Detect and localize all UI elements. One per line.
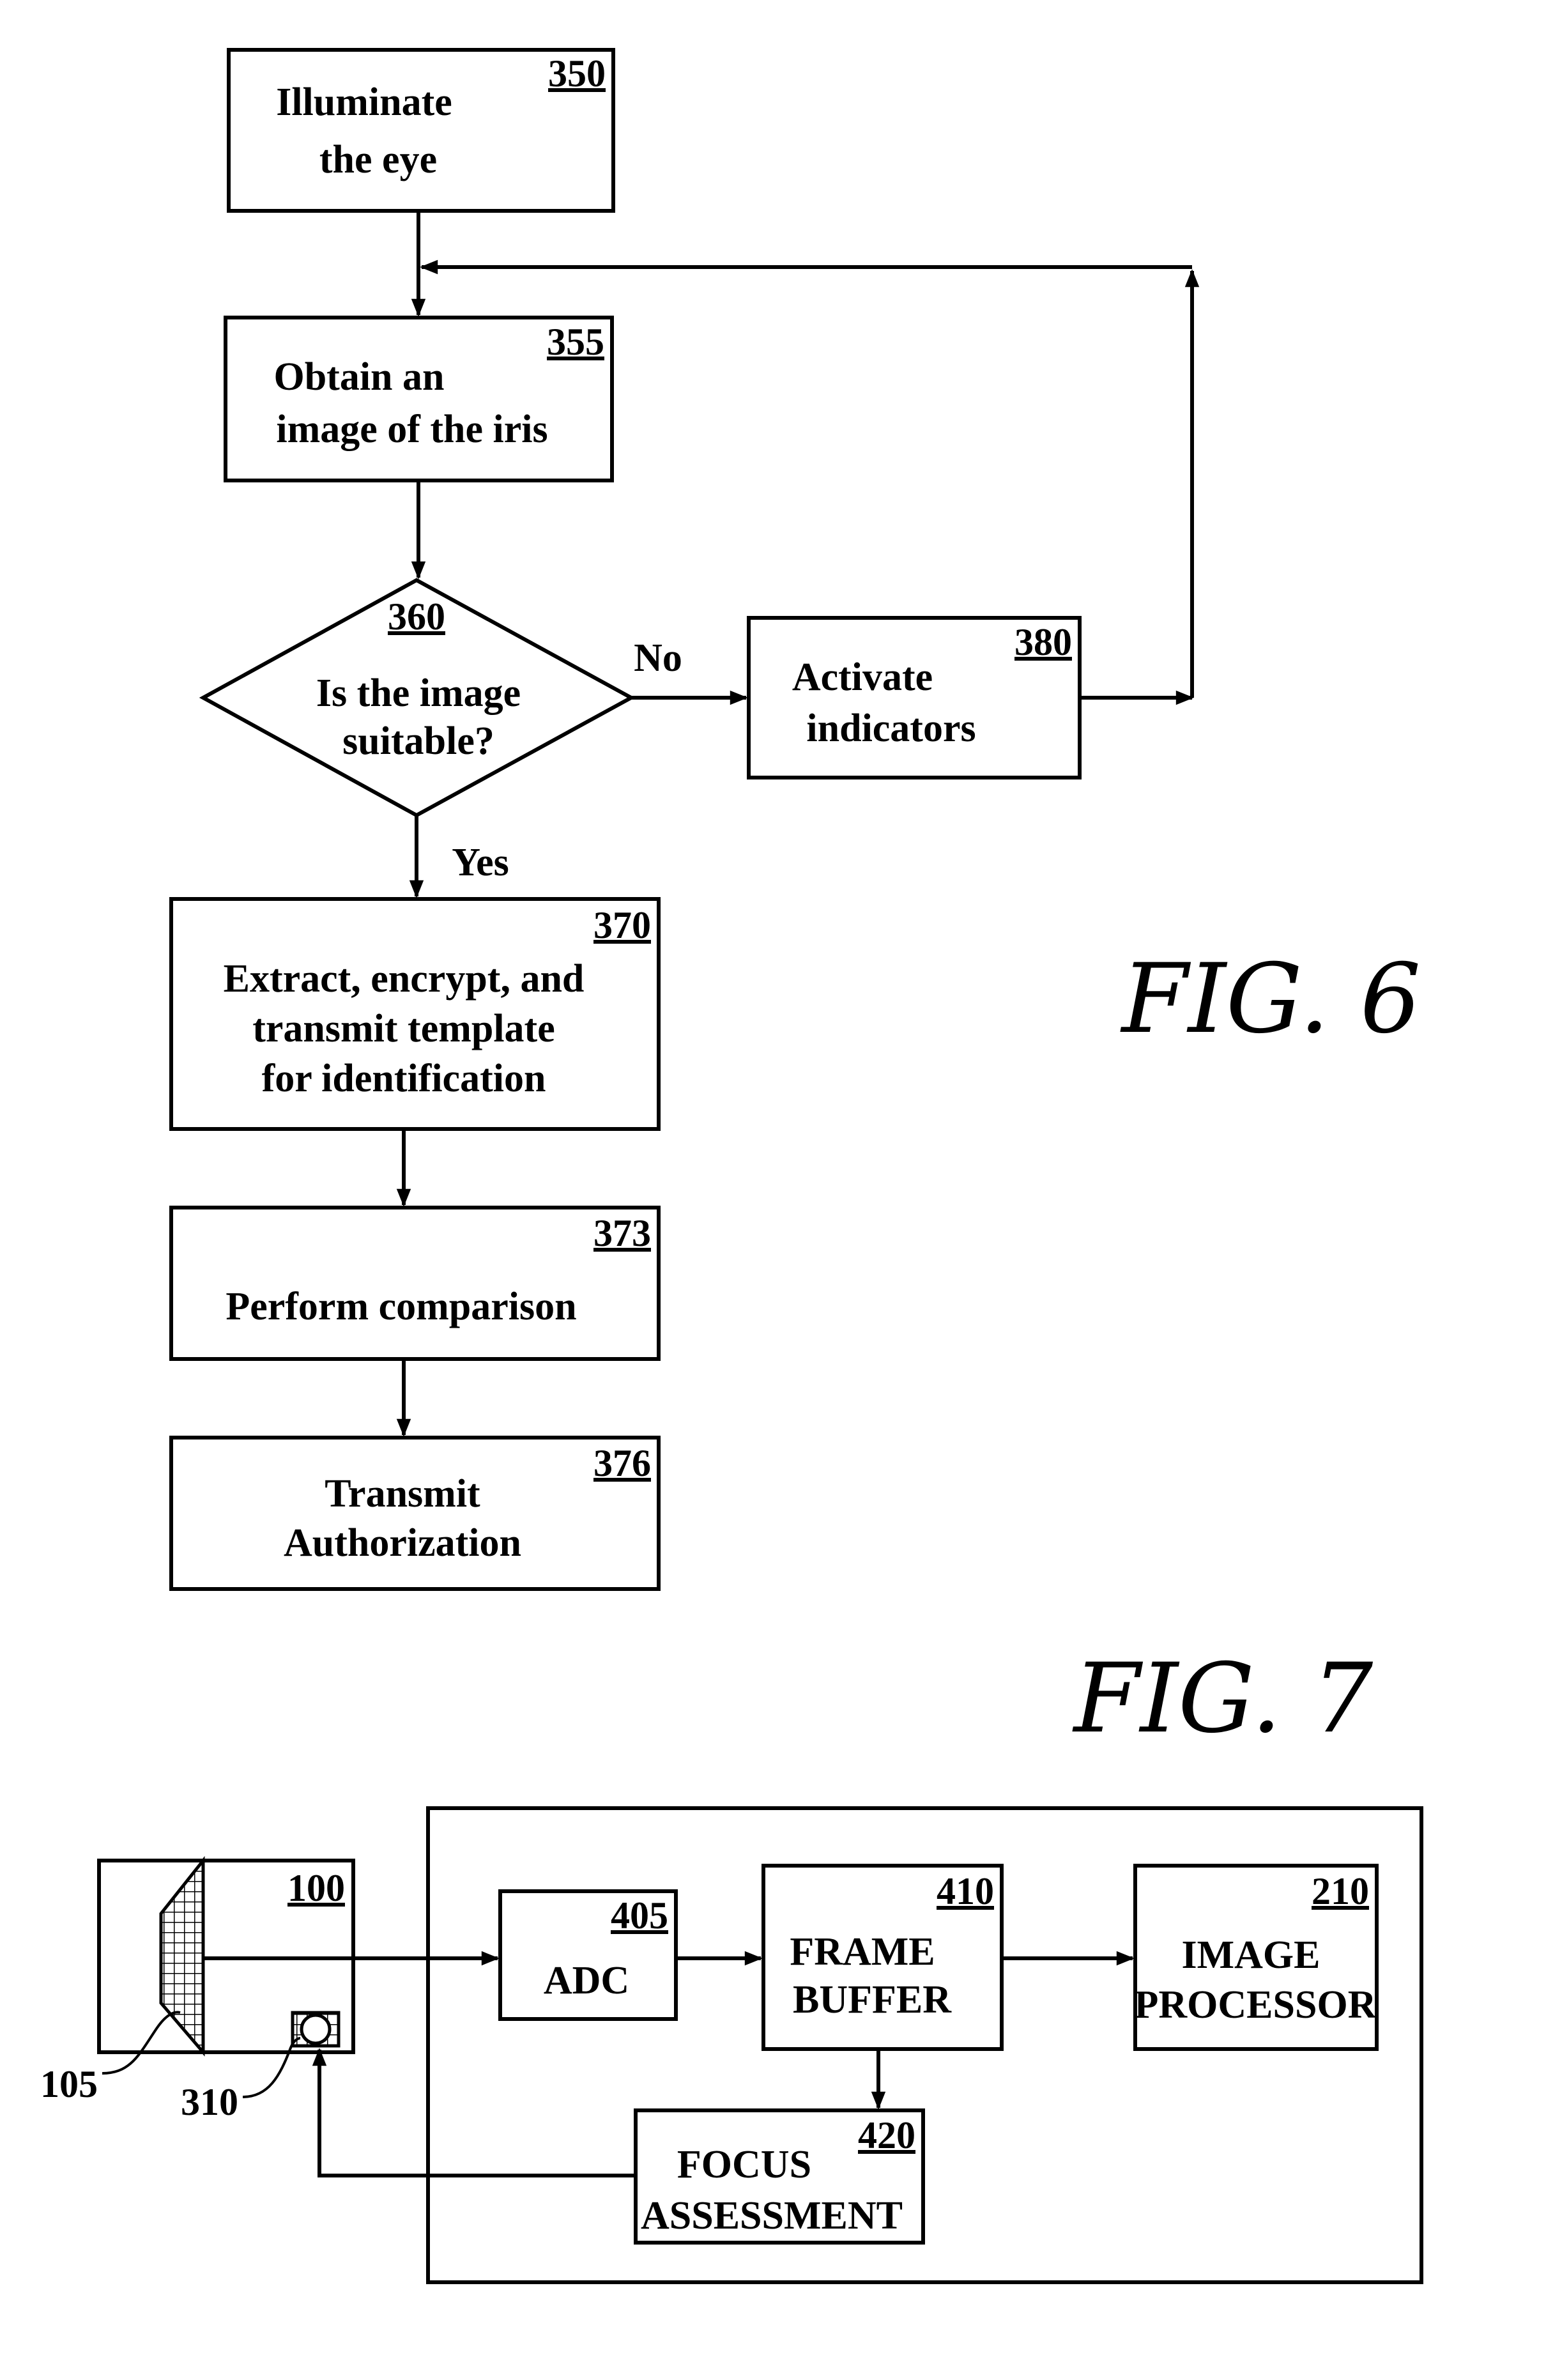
ref-360: 360 — [388, 595, 445, 638]
step-360-line2: suitable? — [342, 719, 494, 763]
step-370-line3: for identification — [262, 1057, 546, 1100]
fig6-caption: FIG. 6 — [1120, 944, 1421, 1055]
step-370-extract-encrypt: 370 Extract, encrypt, and transmit templ… — [171, 899, 659, 1129]
step-355-line1: Obtain an — [273, 355, 444, 399]
step-376-line1: Transmit — [325, 1472, 480, 1516]
callout-105: 105 — [40, 2063, 98, 2105]
ref-210: 210 — [1312, 1870, 1369, 1912]
edge-label-no: No — [634, 636, 682, 680]
ref-405: 405 — [611, 1894, 668, 1937]
edge-label-yes: Yes — [452, 841, 509, 884]
arrow-focus-to-indicator — [319, 2050, 636, 2176]
step-360-decision: 360 Is the image suitable? — [203, 580, 631, 815]
step-370-line2: transmit template — [252, 1007, 555, 1050]
focus-assessment-line1: FOCUS — [677, 2143, 811, 2186]
fig7-connectors — [203, 1958, 1133, 2176]
adc-label: ADC — [544, 1959, 629, 2002]
step-355-obtain-image: 355 Obtain an image of the iris — [226, 318, 612, 480]
step-350-line2: the eye — [319, 138, 437, 181]
step-355-line2: image of the iris — [276, 408, 547, 451]
callout-leader-310 — [243, 2038, 300, 2097]
image-processor-block-210: 210 IMAGE PROCESSOR — [1135, 1866, 1377, 2049]
step-373-line1: Perform comparison — [226, 1285, 576, 1328]
image-processor-line1: IMAGE — [1182, 1933, 1320, 1977]
ref-376: 376 — [593, 1442, 651, 1484]
ref-373: 373 — [593, 1212, 651, 1254]
step-380-line2: indicators — [806, 707, 976, 750]
fig7-block-diagram: FIG. 7 100 405 ADC 410 FRAME BUFFER — [40, 1643, 1421, 2282]
indicator-310 — [293, 2013, 339, 2046]
ref-350: 350 — [548, 52, 606, 95]
focus-assessment-line2: ASSESSMENT — [641, 2194, 903, 2238]
step-370-line1: Extract, encrypt, and — [224, 957, 585, 1001]
image-processor-line2: PROCESSOR — [1135, 1983, 1377, 2027]
step-350-line1: Illuminate — [276, 81, 452, 124]
frame-buffer-line1: FRAME — [790, 1930, 935, 1974]
step-376-transmit-authorization: 376 Transmit Authorization — [171, 1438, 659, 1589]
ref-355: 355 — [547, 321, 604, 363]
fig7-callouts: 105 310 — [40, 2012, 300, 2123]
step-350-illuminate: 350 Illuminate the eye — [229, 50, 613, 211]
step-380-activate-indicators: 380 Activate indicators — [749, 618, 1080, 778]
adc-block-405: 405 ADC — [500, 1891, 676, 2019]
fig7-caption: FIG. 7 — [1072, 1643, 1374, 1754]
step-373-perform-comparison: 373 Perform comparison — [171, 1208, 659, 1359]
ref-410: 410 — [937, 1870, 994, 1912]
callout-310: 310 — [181, 2081, 238, 2123]
fig6-flowchart: 350 Illuminate the eye 355 Obtain an ima… — [171, 50, 1421, 1589]
focus-assessment-block-420: 420 FOCUS ASSESSMENT — [636, 2110, 923, 2243]
ref-100: 100 — [287, 1867, 345, 1909]
step-376-line2: Authorization — [284, 1521, 521, 1565]
frame-buffer-line2: BUFFER — [793, 1978, 952, 2022]
fig6-connectors: No Yes — [404, 211, 1192, 1435]
step-380-line1: Activate — [792, 656, 933, 699]
frame-buffer-block-410: 410 FRAME BUFFER — [763, 1866, 1002, 2049]
ref-420: 420 — [858, 2114, 915, 2156]
lens-105 — [161, 1861, 203, 2052]
callout-leader-105 — [102, 2012, 180, 2073]
ref-370: 370 — [593, 904, 651, 946]
step-360-line1: Is the image — [316, 672, 521, 715]
ref-380: 380 — [1014, 621, 1072, 663]
